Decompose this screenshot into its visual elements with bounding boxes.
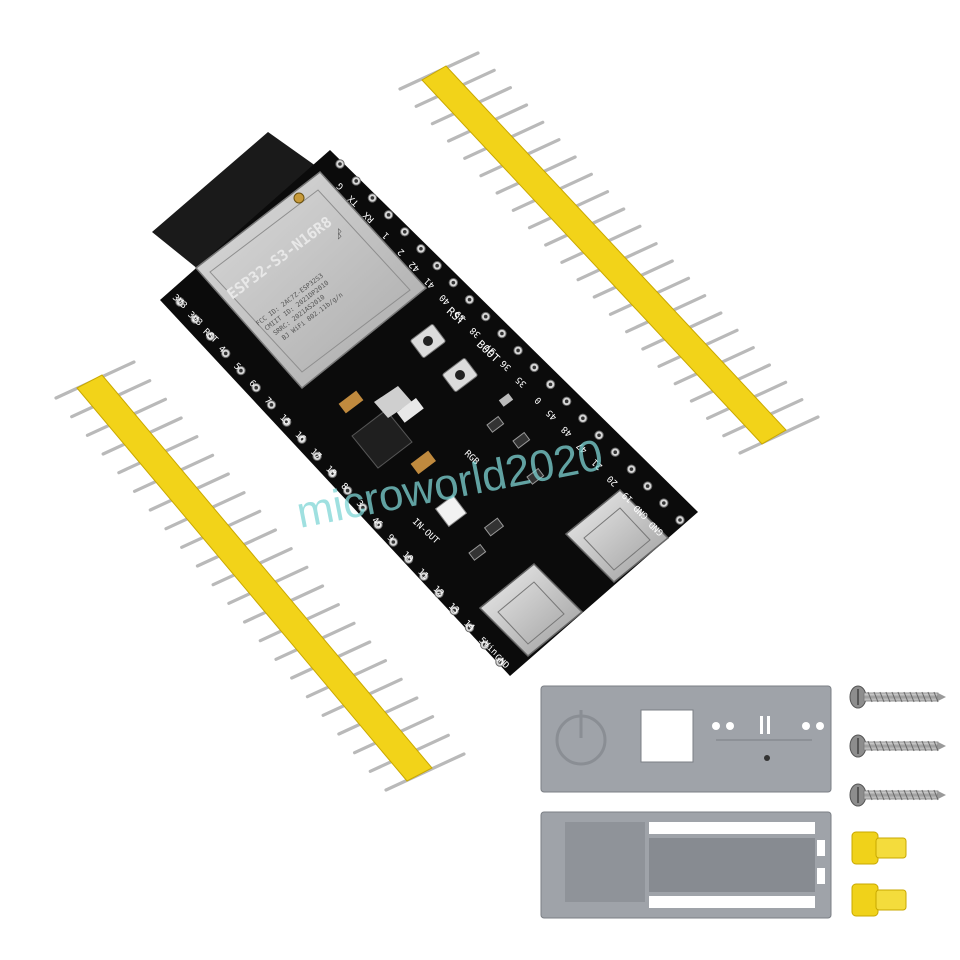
case-window [640, 709, 694, 763]
left-pin-label: 7 [262, 396, 273, 407]
pin-hole-center [402, 230, 407, 234]
pin-hole-center [193, 317, 198, 321]
esp32-dev-board: ESP32-S3-N16R8 FCC ID: 2AC7Z-ESP32S3 CMI… [152, 132, 698, 676]
pin-hole-center [500, 331, 504, 336]
pin-hole-center [370, 196, 375, 200]
case-bottom-shell [540, 811, 832, 919]
left-pin-label: 6 [247, 379, 258, 390]
header-bar-left [76, 374, 433, 782]
pin-hole-center [467, 297, 472, 302]
pin-hole-center [597, 433, 601, 438]
right-pin-label: 1 [381, 230, 392, 241]
pin-hole-center [361, 505, 365, 510]
pin-hole-center [239, 368, 243, 373]
header-bar-right [421, 65, 787, 445]
pin-hole-center [581, 416, 585, 421]
right-header-pin [738, 415, 820, 455]
pin-hole-center [422, 574, 426, 579]
capacitor-3 [410, 450, 436, 475]
esp32-module: ESP32-S3-N16R8 FCC ID: 2AC7Z-ESP32S3 CMI… [194, 170, 428, 390]
smd-components [468, 393, 545, 561]
bluetooth-icon: ᛒ [336, 227, 343, 241]
pin-hole-center [178, 300, 182, 304]
button-cap-1 [851, 831, 907, 865]
pin-hole-center [629, 467, 634, 471]
pin-hole-center [391, 540, 396, 544]
pin-hole-center [662, 501, 666, 505]
voltage-regulator [351, 386, 413, 469]
usb-c-port-2 [478, 562, 584, 658]
usb-c-port-1 [564, 488, 670, 584]
boot-button [442, 358, 478, 392]
pin-hole-center [406, 557, 411, 561]
pin-hole-center [452, 608, 457, 613]
left-pin-label: 3 [354, 499, 365, 510]
pin-hole-center [437, 591, 441, 596]
pin-hole-center [482, 643, 487, 647]
pin-hole-center [498, 660, 502, 664]
pin-hole-center [269, 403, 274, 407]
pin-hole-center [564, 399, 569, 404]
pin-hole-center [345, 488, 350, 493]
pin-hole-center [467, 625, 472, 630]
pin-hole-center [483, 314, 488, 319]
right-pin-label: G [335, 180, 346, 191]
capacitor-2 [396, 397, 424, 423]
pin-hole-center [678, 518, 682, 522]
screw [849, 783, 946, 807]
rgb-led [434, 494, 468, 528]
pin-holes [175, 159, 685, 667]
pin-hole-center [330, 471, 335, 476]
pin-hole-center [376, 523, 380, 527]
pcb-antenna-area [152, 132, 330, 282]
pin-hole-center [208, 334, 213, 339]
pin-hole-center [451, 280, 456, 285]
right-pin-label: 2 [396, 246, 407, 257]
left-pin-label: 9 [385, 533, 396, 544]
pin-hole-center [300, 437, 304, 441]
antenna-connector [293, 192, 305, 204]
screw [849, 685, 946, 709]
case-top-plate [540, 685, 832, 793]
pin-hole-center [223, 351, 228, 356]
pin-hole-center [254, 385, 258, 390]
right-pin-label: 0 [533, 394, 544, 405]
pin-hole-center [338, 162, 342, 166]
pin-hole-center [315, 454, 319, 459]
pin-hole-center [419, 246, 423, 251]
pin-hole-center [284, 420, 289, 424]
pin-hole-center [613, 450, 618, 454]
left-pin-label: 4 [216, 344, 227, 355]
pin-hole-center [354, 179, 358, 183]
reset-button [410, 324, 446, 358]
pin-hole-center [548, 382, 553, 387]
pin-hole-center [645, 484, 650, 488]
pin-hole-center [532, 365, 537, 370]
button-cap-2 [851, 883, 907, 917]
pin-header-left [54, 360, 466, 792]
pin-hole-center [435, 263, 439, 268]
left-pin-label: 8 [339, 481, 350, 492]
screw [849, 734, 946, 758]
capacitor-1 [338, 390, 364, 414]
pin-hole-center [386, 213, 391, 217]
pin-header-right [398, 51, 820, 455]
screws [849, 685, 946, 807]
module-shield [194, 170, 428, 390]
pin-labels-left: 3V33V3RST4567151617188346910111213145Vin… [170, 293, 511, 671]
pin-hole-center [516, 348, 520, 353]
left-pin-label: 5 [231, 361, 242, 372]
